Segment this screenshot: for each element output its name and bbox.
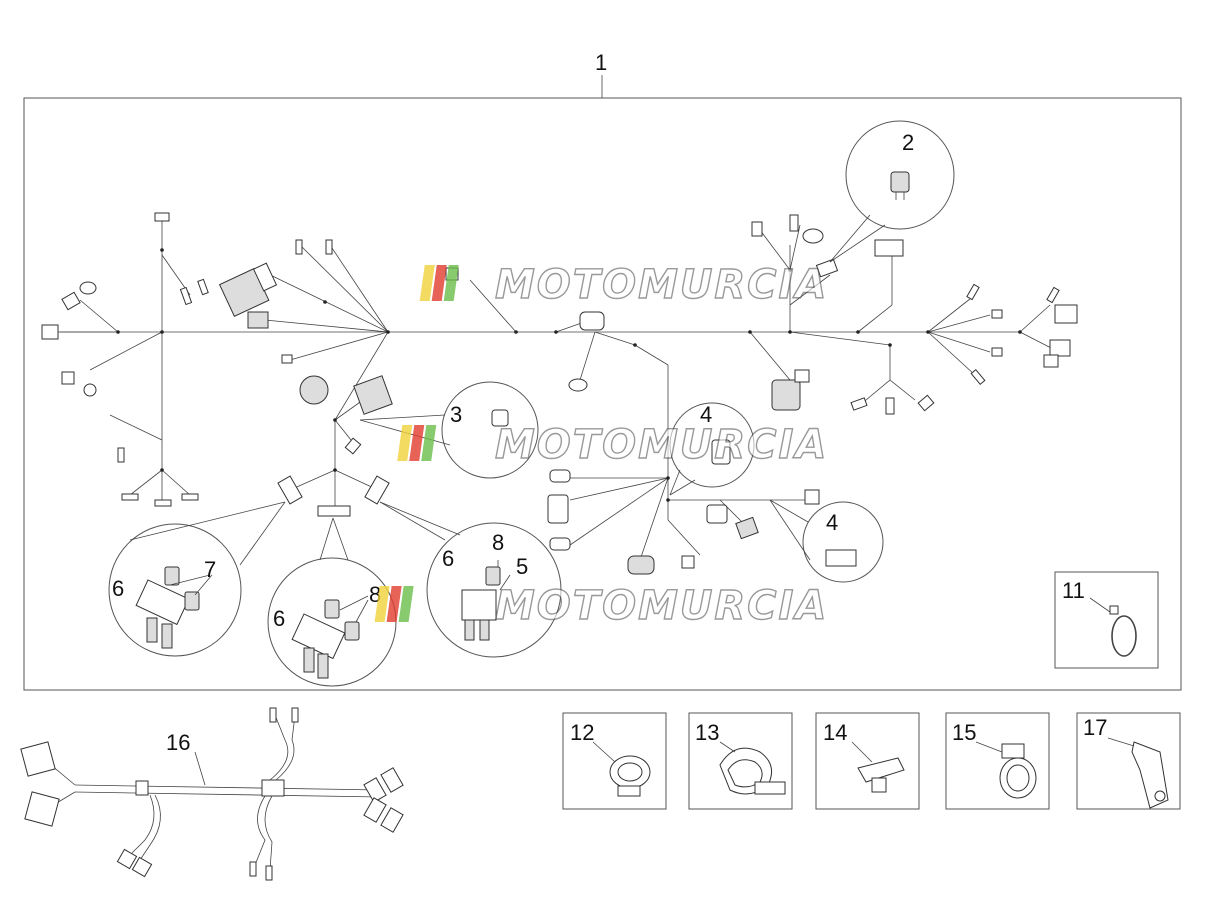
- svg-text:MOTOMURCIA: MOTOMURCIA: [495, 422, 828, 468]
- harness-connectors: [41, 212, 1078, 575]
- watermark-middle: MOTOMURCIA: [397, 421, 828, 469]
- callout-16: 16: [166, 730, 190, 755]
- callout-3: 3: [450, 402, 462, 427]
- callout-1: 1: [595, 50, 607, 75]
- callout-7: 7: [204, 557, 216, 582]
- callout-12: 12: [570, 720, 594, 745]
- callout-2: 2: [902, 130, 914, 155]
- detail-bubble-fuses-left: 6 7: [108, 501, 286, 657]
- part-12-box: 12: [562, 712, 667, 810]
- callout-8-right: 8: [492, 530, 504, 555]
- svg-text:MOTOMURCIA: MOTOMURCIA: [495, 583, 828, 629]
- callout-14: 14: [823, 720, 847, 745]
- callout-13: 13: [695, 720, 719, 745]
- callout-4-top: 4: [700, 402, 712, 427]
- callout-5: 5: [516, 554, 528, 579]
- detail-bubble-3: 3: [359, 381, 539, 479]
- detail-bubble-fuses-middle: 6 8: [267, 517, 397, 687]
- part-11-box: 11: [1054, 571, 1159, 669]
- detail-bubble-4a: 4: [669, 402, 755, 496]
- part-14-box: 14: [815, 712, 920, 810]
- callout-6-middle: 6: [273, 606, 285, 631]
- callout-17: 17: [1083, 715, 1107, 740]
- watermark-top: MOTOMURCIA: [419, 261, 828, 309]
- part-13-box: 13: [688, 712, 793, 810]
- callout-6-left: 6: [112, 576, 124, 601]
- detail-bubble-fuses-right: 6 8 5: [379, 501, 562, 658]
- callout-6-right: 6: [442, 546, 454, 571]
- callout-11: 11: [1062, 578, 1085, 603]
- callout-4-bottom: 4: [826, 510, 838, 535]
- svg-text:MOTOMURCIA: MOTOMURCIA: [495, 262, 828, 308]
- part-15-box: 15: [945, 712, 1050, 810]
- main-harness-frame: [23, 97, 1182, 691]
- callout-15: 15: [952, 720, 976, 745]
- junction-dots: [116, 248, 1022, 502]
- part-16-sub-harness: 16: [20, 707, 404, 881]
- detail-bubble-2: 2: [829, 120, 955, 263]
- detail-bubble-4b: 4: [769, 499, 884, 583]
- watermark-bottom: MOTOMURCIA: [374, 582, 828, 630]
- part-17-box: 17: [1076, 712, 1181, 810]
